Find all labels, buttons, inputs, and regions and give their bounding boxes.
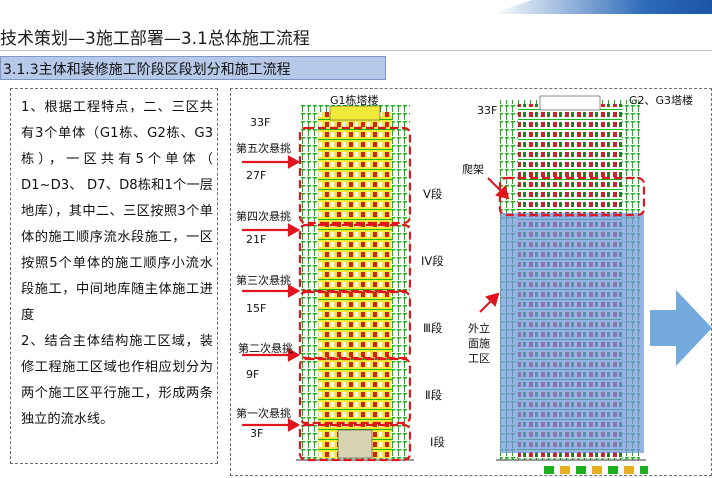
g23-floor-33f: 33F bbox=[477, 104, 497, 117]
description-panel: 1、根据工程特点，二、三区共有3个单体（G1栋、G2栋、G3栋），一区共有5个单… bbox=[10, 88, 218, 464]
floor-27f: 27F bbox=[246, 169, 266, 182]
g1-title: G1栋塔楼 bbox=[330, 92, 379, 108]
section-heading: 3.1.3主体和装修施工阶段区段划分和施工流程 bbox=[0, 56, 386, 80]
header-stripe bbox=[492, 0, 712, 14]
cantilever-4: 第四次悬挑 bbox=[236, 208, 291, 224]
paragraph-1: 1、根据工程特点，二、三区共有3个单体（G1栋、G2栋、G3栋），一区共有5个单… bbox=[21, 95, 213, 329]
cantilever-2: 第二次悬挑 bbox=[238, 340, 293, 356]
segment-label-i: Ⅰ段 bbox=[430, 434, 445, 450]
segment-label-v: V段 bbox=[423, 186, 442, 202]
segment-label-iv: IV段 bbox=[421, 253, 444, 269]
floor-33f: 33F bbox=[250, 116, 270, 129]
header-decoration bbox=[0, 0, 712, 22]
floor-3f: 3F bbox=[250, 427, 263, 440]
zone-label-line-1: 外立 bbox=[468, 320, 490, 336]
section-heading-text: 3.1.3主体和装修施工阶段区段划分和施工流程 bbox=[3, 59, 291, 79]
zone-label-line-2: 面施 bbox=[468, 335, 490, 351]
scaffold-label: 爬架 bbox=[462, 161, 484, 177]
cantilever-3: 第三次悬挑 bbox=[236, 272, 291, 288]
zone-label-line-3: 工区 bbox=[468, 350, 490, 366]
floor-9f: 9F bbox=[246, 368, 259, 381]
floor-15f: 15F bbox=[246, 302, 266, 315]
figure-panel bbox=[230, 88, 712, 476]
paragraph-2: 2、结合主体结构施工区域，装修工程施工区域也作相应划分为两个施工区平行施工，形成… bbox=[21, 329, 213, 433]
segment-label-iii: Ⅲ段 bbox=[423, 320, 442, 336]
cantilever-1: 第一次悬挑 bbox=[236, 405, 291, 421]
cantilever-5: 第五次悬挑 bbox=[236, 140, 291, 156]
segment-label-ii: Ⅱ段 bbox=[425, 387, 442, 403]
page-title: 技术策划—3施工部署—3.1总体施工流程 bbox=[0, 24, 310, 49]
g23-title: G2、G3塔楼 bbox=[629, 92, 693, 108]
title-divider bbox=[0, 50, 712, 51]
floor-21f: 21F bbox=[246, 233, 266, 246]
